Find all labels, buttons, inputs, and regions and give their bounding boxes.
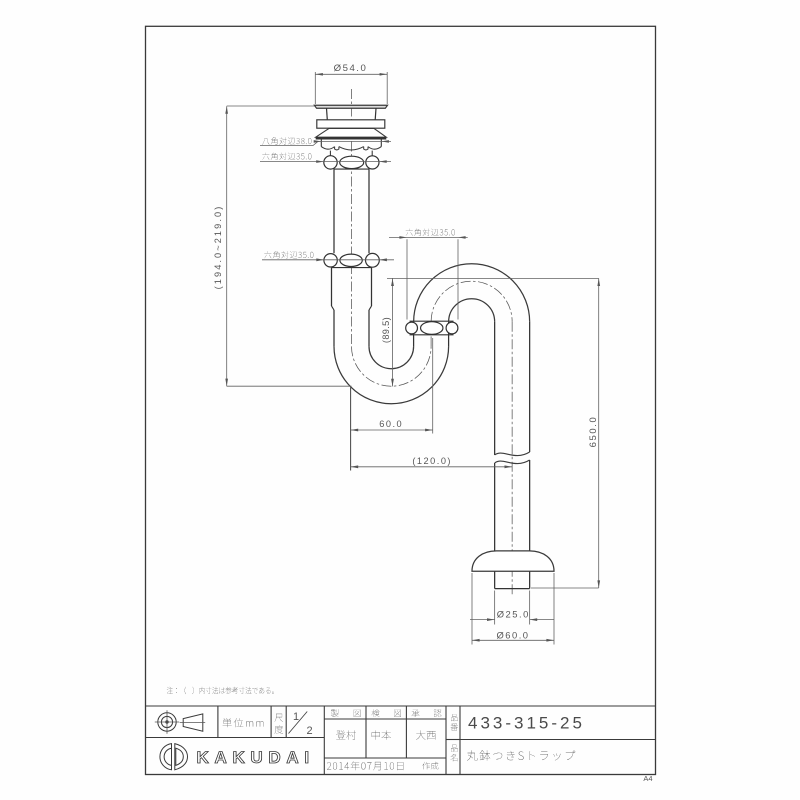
svg-text:2: 2 — [306, 725, 312, 737]
svg-text:Ø54.0: Ø54.0 — [334, 63, 368, 74]
svg-text:(194.0~219.0): (194.0~219.0) — [213, 205, 223, 290]
svg-text:650.0: 650.0 — [588, 416, 599, 448]
svg-text:(120.0): (120.0) — [412, 456, 452, 466]
svg-text:KAKUDAI: KAKUDAI — [197, 748, 315, 767]
svg-text:1: 1 — [293, 711, 299, 723]
svg-text:A4: A4 — [643, 774, 652, 783]
svg-text:Ø60.0: Ø60.0 — [496, 630, 529, 641]
svg-text:(89.5): (89.5) — [381, 317, 391, 343]
svg-text:60.0: 60.0 — [379, 419, 403, 429]
svg-text:433-315-25: 433-315-25 — [468, 714, 585, 733]
svg-text:Ø25.0: Ø25.0 — [497, 608, 530, 619]
